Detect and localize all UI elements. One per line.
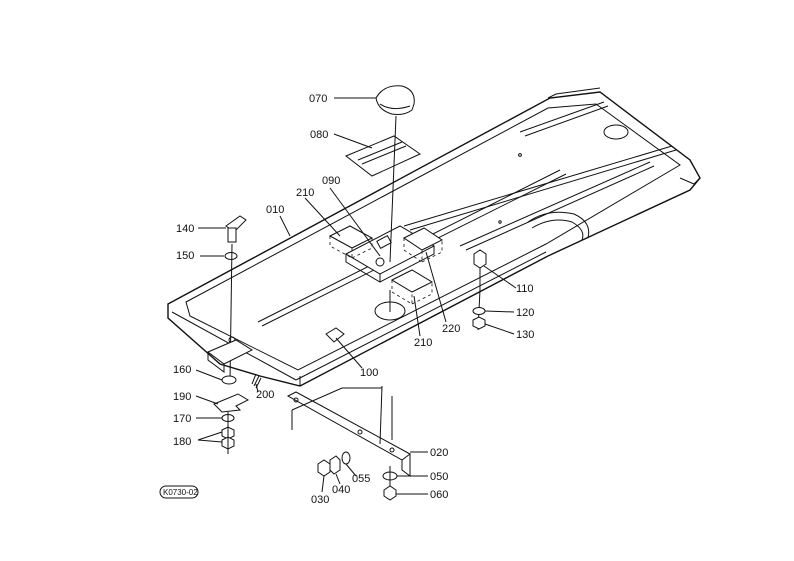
callout-055: 055 [352, 473, 370, 485]
nut-130 [472, 316, 486, 330]
washer-160 [221, 375, 237, 385]
axis-line-cap [389, 115, 397, 263]
diagram-code: K0730-02 [159, 485, 199, 499]
callout-030: 030 [311, 494, 329, 506]
cover-plate-080 [345, 135, 422, 177]
callout-010: 010 [266, 204, 284, 216]
callout-180: 180 [173, 436, 191, 448]
leader-lines [195, 97, 517, 495]
rubber-pad-210-upper [328, 225, 374, 259]
latch-190 [213, 393, 250, 413]
callout-020: 020 [430, 447, 448, 459]
diagram-code-label: K0730-02 [163, 488, 198, 497]
callout-060: 060 [430, 489, 448, 501]
rubber-pad-210-lower [390, 269, 434, 305]
callout-130: 130 [516, 329, 534, 341]
washer-120 [472, 307, 486, 315]
callout-050: 050 [430, 471, 448, 483]
callout-100: 100 [360, 367, 378, 379]
callout-190: 190 [173, 391, 191, 403]
knob-140 [225, 215, 247, 243]
bolt-060 [383, 485, 397, 501]
callout-080: 080 [310, 129, 328, 141]
callout-200: 200 [256, 389, 274, 401]
washer-150 [224, 252, 238, 260]
bolt-110 [473, 249, 487, 290]
nut-030 [317, 459, 331, 477]
hook-100 [325, 327, 345, 343]
rubber-pad-220 [403, 227, 443, 263]
dimension-bracket [291, 387, 382, 430]
callout-090: 090 [322, 175, 340, 187]
callout-150: 150 [176, 250, 194, 262]
callout-070: 070 [309, 93, 327, 105]
washer-055 [341, 451, 351, 465]
callout-120: 120 [516, 307, 534, 319]
washer-040 [329, 455, 341, 475]
callout-140: 140 [176, 223, 194, 235]
callout-040: 040 [332, 484, 350, 496]
callout-170: 170 [173, 413, 191, 425]
callout-220: 220 [442, 323, 460, 335]
callout-160: 160 [173, 364, 191, 376]
callout-110: 110 [516, 283, 534, 295]
axis-line-bracket-left [379, 385, 383, 445]
floor-plate [167, 87, 701, 387]
cap-070 [375, 85, 415, 115]
callout-210-lower: 210 [414, 337, 432, 349]
callout-210-upper: 210 [296, 187, 314, 199]
latch-bracket [207, 339, 254, 373]
bracket-020 [286, 391, 411, 477]
